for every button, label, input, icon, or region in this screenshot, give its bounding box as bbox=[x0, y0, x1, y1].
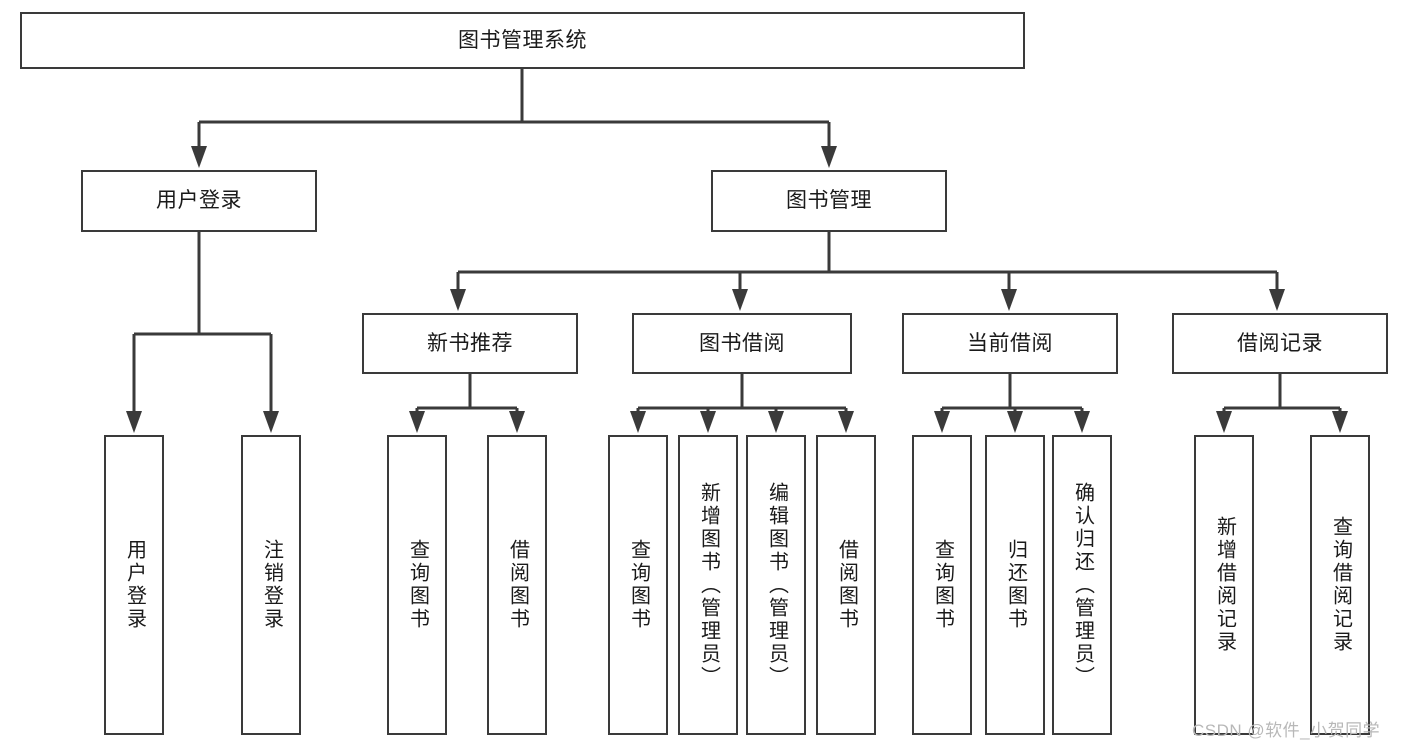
leaf-node-box: 编辑图书（管理员） bbox=[746, 435, 806, 735]
leaf-node-box: 查询图书 bbox=[912, 435, 972, 735]
level2-node-box: 用户登录 bbox=[81, 170, 317, 232]
level3-node-label: 新书推荐 bbox=[427, 331, 513, 355]
level2-node-label: 用户登录 bbox=[156, 189, 242, 213]
leaf-node-label: 查询借阅记录 bbox=[1329, 516, 1352, 654]
leaf-node-label: 新增借阅记录 bbox=[1213, 516, 1236, 654]
leaf-node-box: 查询图书 bbox=[387, 435, 447, 735]
leaf-node-label: 用户登录 bbox=[123, 539, 146, 631]
leaf-node-label: 借阅图书 bbox=[506, 539, 529, 631]
level2-node-label: 图书管理 bbox=[786, 189, 872, 213]
leaf-node-label: 确认归还（管理员） bbox=[1071, 481, 1094, 689]
leaf-node-label: 编辑图书（管理员） bbox=[765, 481, 788, 689]
level3-node-box: 当前借阅 bbox=[902, 313, 1118, 374]
leaf-node-box: 借阅图书 bbox=[487, 435, 547, 735]
leaf-node-box: 查询图书 bbox=[608, 435, 668, 735]
leaf-node-label: 查询图书 bbox=[406, 539, 429, 631]
level3-node-box: 图书借阅 bbox=[632, 313, 852, 374]
leaf-node-label: 归还图书 bbox=[1004, 539, 1027, 631]
level3-node-label: 借阅记录 bbox=[1237, 331, 1323, 355]
leaf-node-box: 确认归还（管理员） bbox=[1052, 435, 1112, 735]
root-node-label: 图书管理系统 bbox=[458, 28, 587, 52]
leaf-node-box: 新增图书（管理员） bbox=[678, 435, 738, 735]
leaf-node-box: 用户登录 bbox=[104, 435, 164, 735]
level2-node-box: 图书管理 bbox=[711, 170, 947, 232]
leaf-node-box: 注销登录 bbox=[241, 435, 301, 735]
leaf-node-label: 注销登录 bbox=[260, 539, 283, 631]
leaf-node-label: 查询图书 bbox=[931, 539, 954, 631]
leaf-node-box: 新增借阅记录 bbox=[1194, 435, 1254, 735]
level3-node-label: 图书借阅 bbox=[699, 331, 785, 355]
level3-node-box: 借阅记录 bbox=[1172, 313, 1388, 374]
level3-node-label: 当前借阅 bbox=[967, 331, 1053, 355]
root-node-box: 图书管理系统 bbox=[20, 12, 1025, 69]
leaf-node-box: 借阅图书 bbox=[816, 435, 876, 735]
leaf-node-label: 借阅图书 bbox=[835, 539, 858, 631]
leaf-node-box: 查询借阅记录 bbox=[1310, 435, 1370, 735]
leaf-node-label: 新增图书（管理员） bbox=[697, 481, 720, 689]
level3-node-box: 新书推荐 bbox=[362, 313, 578, 374]
leaf-node-box: 归还图书 bbox=[985, 435, 1045, 735]
leaf-node-label: 查询图书 bbox=[627, 539, 650, 631]
